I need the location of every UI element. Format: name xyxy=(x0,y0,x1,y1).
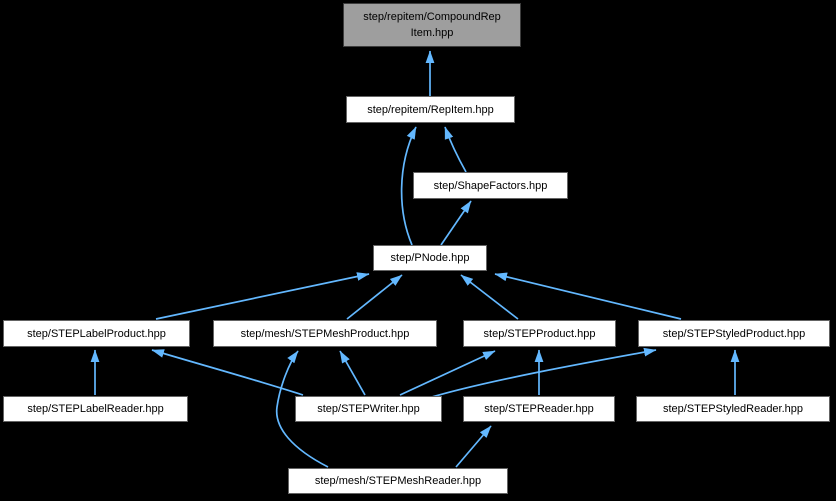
graph-node-steplabelproduct[interactable]: step/STEPLabelProduct.hpp xyxy=(3,320,190,347)
edge-pnode-to-shapefactors xyxy=(440,200,472,246)
graph-node-stepstyledreader[interactable]: step/STEPStyledReader.hpp xyxy=(636,396,830,422)
edge-steplabelproduct-to-pnode xyxy=(155,272,370,320)
edge-pnode-to-repitem xyxy=(400,126,417,246)
graph-node-repitem[interactable]: step/repitem/RepItem.hpp xyxy=(346,96,515,123)
edge-stepwriter-to-steplabelproduct xyxy=(151,349,304,396)
edge-shapefactors-to-repitem xyxy=(444,126,467,173)
graph-node-shapefactors[interactable]: step/ShapeFactors.hpp xyxy=(413,172,568,199)
edge-stepmeshreader-to-stepreader xyxy=(455,425,492,468)
graph-node-stepproduct[interactable]: step/STEPProduct.hpp xyxy=(463,320,616,347)
graph-node-stepmeshreader[interactable]: step/mesh/STEPMeshReader.hpp xyxy=(288,468,508,494)
graph-node-stepstyledproduct[interactable]: step/STEPStyledProduct.hpp xyxy=(638,320,830,347)
graph-node-pnode[interactable]: step/PNode.hpp xyxy=(373,245,487,271)
node-label-line2: Item.hpp xyxy=(410,27,454,39)
graph-node-steplabelreader[interactable]: step/STEPLabelReader.hpp xyxy=(3,396,188,422)
graph-node-stepmeshproduct[interactable]: step/mesh/STEPMeshProduct.hpp xyxy=(213,320,437,347)
edge-stepstyledproduct-to-pnode xyxy=(494,272,682,320)
edge-stepmeshreader-to-stepmeshproduct xyxy=(275,350,329,468)
graph-node-compoundrepitem: step/repitem/CompoundRep Item.hpp xyxy=(343,3,521,47)
edge-stepproduct-to-pnode xyxy=(460,274,519,320)
edge-stepmeshproduct-to-pnode xyxy=(346,274,403,320)
graph-node-stepwriter[interactable]: step/STEPWriter.hpp xyxy=(295,396,442,422)
edge-stepwriter-to-stepmeshproduct xyxy=(339,350,366,396)
edge-stepwriter-to-stepproduct xyxy=(399,350,496,396)
node-label-line1: step/repitem/CompoundRep xyxy=(363,11,501,23)
graph-node-stepreader[interactable]: step/STEPReader.hpp xyxy=(463,396,615,422)
edge-stepwriter-to-stepstyledproduct xyxy=(431,347,657,398)
